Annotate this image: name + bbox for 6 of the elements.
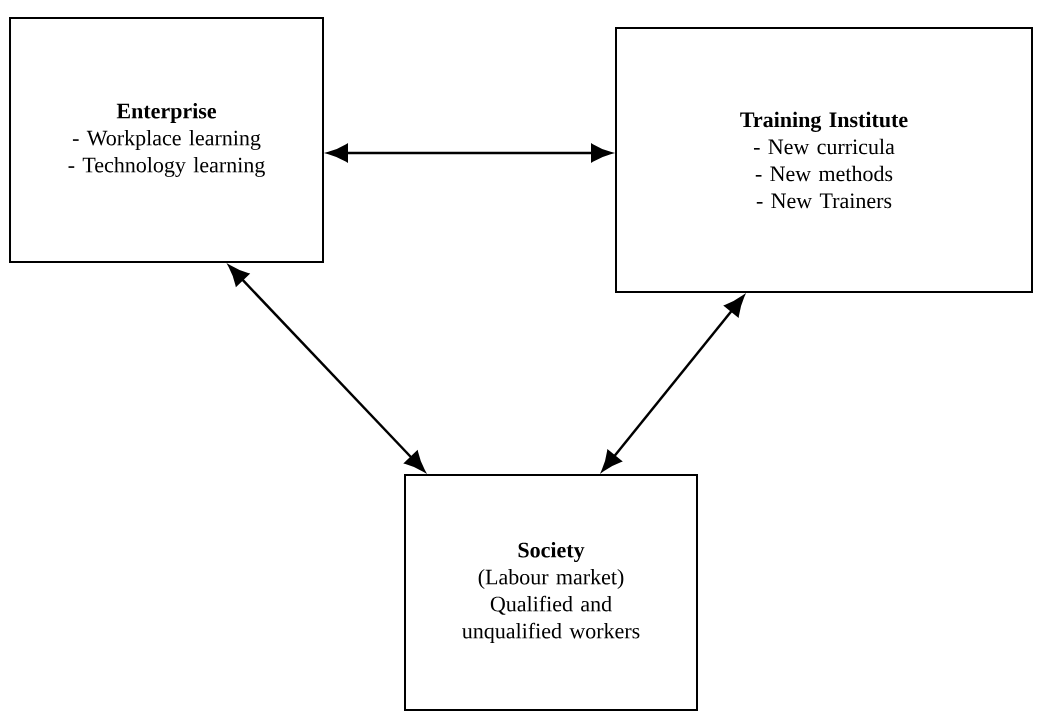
arrow: [601, 295, 745, 472]
box: Training Institute - New curricula - New methods - New Trainers: [615, 27, 1033, 293]
arrow: [228, 265, 426, 472]
box: Society (Labour market) Qualified and unqualified workers: [404, 474, 698, 711]
box: Enterprise - Workplace learning - Technology learning: [9, 17, 324, 263]
arrow: [327, 144, 612, 162]
